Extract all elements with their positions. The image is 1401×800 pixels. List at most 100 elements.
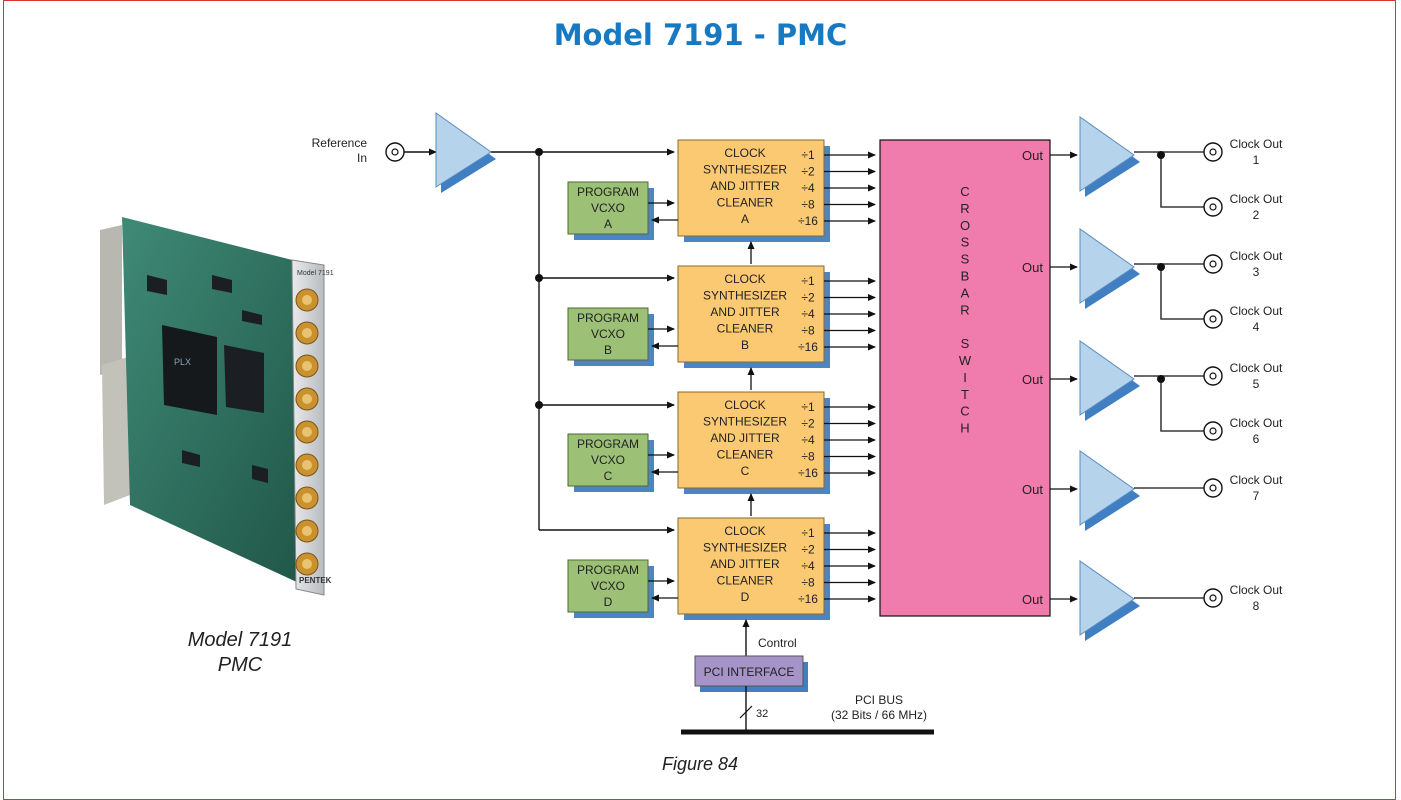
crossbar-letter: R	[960, 201, 969, 216]
clock-out-label: Clock Out	[1230, 361, 1283, 375]
clock-out-number: 5	[1253, 377, 1260, 391]
product-photo: PLX Model 7191 PENTEK	[92, 205, 354, 615]
crossbar-letter: C	[960, 184, 969, 199]
synthesizer-label: CLEANER	[717, 196, 774, 210]
clock-out-number: 8	[1253, 599, 1260, 613]
pcb	[122, 217, 314, 590]
synthesizer-label: AND JITTER	[710, 179, 780, 193]
output-amplifier-1: Out	[1022, 116, 1140, 197]
svg-text:In: In	[357, 151, 367, 165]
vcxo-label: VCXO	[591, 327, 625, 341]
divider-label: ÷2	[801, 543, 815, 557]
divider-label: ÷1	[801, 148, 815, 162]
synthesizer-label: SYNTHESIZER	[703, 415, 787, 429]
clock-out-label: Clock Out	[1230, 137, 1283, 151]
synthesizer-label: D	[741, 590, 750, 604]
divider-label: ÷8	[801, 576, 815, 590]
clock-out-number: 1	[1253, 153, 1260, 167]
out-label: Out	[1022, 482, 1043, 497]
synthesizer-label: CLEANER	[717, 448, 774, 462]
svg-text:PENTEK: PENTEK	[299, 576, 332, 585]
synthesizer-label: CLOCK	[724, 146, 765, 160]
divider-label: ÷1	[801, 400, 815, 414]
amplifier-triangle	[1079, 228, 1135, 304]
clock-out-number: 3	[1253, 265, 1260, 279]
clock-out-label: Clock Out	[1230, 192, 1283, 206]
product-caption: Model 7191 PMC	[187, 629, 293, 676]
clock-out-number: 7	[1253, 489, 1260, 503]
synthesizer-label: CLEANER	[717, 322, 774, 336]
synthesizer-label: SYNTHESIZER	[703, 541, 787, 555]
divider-label: ÷8	[801, 198, 815, 212]
vcxo-label: VCXO	[591, 453, 625, 467]
vcxo-label: D	[604, 595, 613, 609]
vcxo-label: PROGRAM	[577, 563, 639, 577]
out-label: Out	[1022, 592, 1043, 607]
crossbar-letter: C	[960, 404, 969, 419]
vcxo-label: A	[604, 217, 612, 231]
synthesizer-label: C	[741, 464, 750, 478]
pmc-board-illustration: PLX Model 7191 PENTEK	[100, 217, 334, 596]
divider-label: ÷4	[801, 559, 815, 573]
clock-out-6: Clock Out 6	[1203, 416, 1283, 446]
divider-label: ÷16	[798, 214, 818, 228]
sma-connectors	[295, 288, 319, 576]
synthesizer-label: AND JITTER	[710, 557, 780, 571]
clock-out-label: Clock Out	[1230, 583, 1283, 597]
divider-label: ÷16	[798, 592, 818, 606]
svg-text:PCI BUS: PCI BUS	[855, 693, 903, 707]
clock-out-label: Clock Out	[1230, 249, 1283, 263]
clock-out-label: Clock Out	[1230, 473, 1283, 487]
synthesizer-label: AND JITTER	[710, 431, 780, 445]
clock-out-number: 2	[1253, 208, 1260, 222]
divider-label: ÷4	[801, 307, 815, 321]
pci-connector-lower	[102, 357, 130, 505]
clock-out-number: 4	[1253, 320, 1260, 334]
crossbar-letter: I	[963, 370, 967, 385]
vcxo-block	[567, 433, 649, 487]
clock-out-number: 6	[1253, 432, 1260, 446]
pci-connector-upper	[100, 225, 122, 375]
clock-out-label: Clock Out	[1230, 416, 1283, 430]
clock-out-1: Clock Out 1	[1203, 137, 1283, 167]
crossbar-letter: T	[961, 387, 969, 402]
divider-label: ÷2	[801, 291, 815, 305]
crossbar-letter: H	[960, 421, 969, 436]
crossbar-letter: W	[959, 353, 972, 368]
amplifier-triangle	[1079, 450, 1135, 526]
crossbar-letter: O	[960, 218, 970, 233]
clock-out-8: Clock Out 8	[1203, 583, 1283, 613]
divider-label: ÷4	[801, 433, 815, 447]
clock-out-2: Clock Out 2	[1203, 192, 1283, 222]
output-amplifier-5: Out	[1022, 560, 1140, 641]
svg-text:Control: Control	[758, 636, 797, 650]
pci-interface-block	[694, 655, 804, 687]
svg-text:32: 32	[756, 708, 768, 720]
svg-text:Model 7191: Model 7191	[297, 270, 334, 277]
vcxo-label: B	[604, 343, 612, 357]
synthesizer-label: CLEANER	[717, 574, 774, 588]
channel-d: CLOCK SYNTHESIZER AND JITTER CLEANER D ÷1 ÷2 ÷4…	[567, 493, 904, 620]
synthesizer-label: CLOCK	[724, 524, 765, 538]
divider-label: ÷1	[801, 526, 815, 540]
crossbar-letter: S	[961, 336, 970, 351]
page-title: Model 7191 - PMC	[553, 18, 848, 52]
crossbar-letter: R	[960, 302, 969, 317]
fpga-chip	[162, 325, 217, 415]
synthesizer-block	[677, 265, 825, 363]
crossbar-letter: B	[961, 269, 970, 284]
synthesizer-block	[677, 139, 825, 237]
vcxo-label: VCXO	[591, 579, 625, 593]
synthesizer-label: SYNTHESIZER	[703, 163, 787, 177]
synthesizer-label: SYNTHESIZER	[703, 289, 787, 303]
synthesizer-label: CLOCK	[724, 272, 765, 286]
reference-in: Reference In	[312, 136, 437, 165]
svg-text:Reference: Reference	[312, 136, 368, 150]
output-amplifier-4: Out	[1022, 450, 1140, 531]
